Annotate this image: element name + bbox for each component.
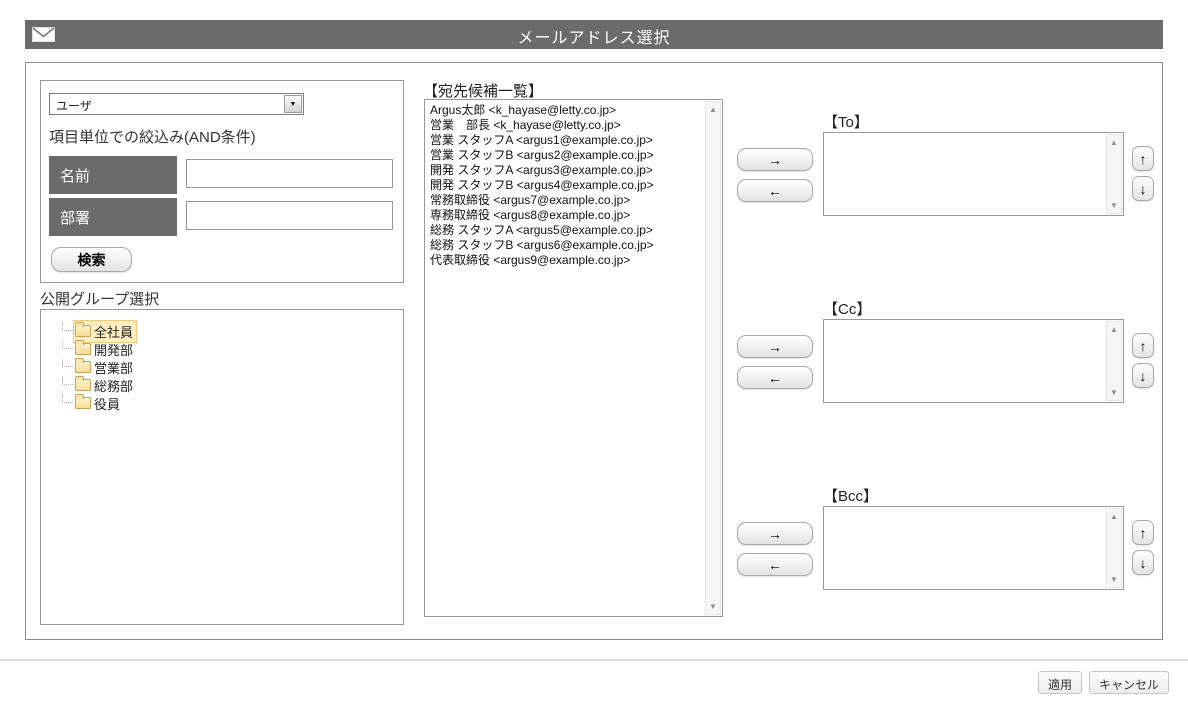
scroll-up-icon[interactable]: ▲: [1110, 325, 1118, 334]
cc-remove-button[interactable]: ←: [737, 366, 813, 389]
target-type-select[interactable]: ユーザ ▼: [49, 93, 304, 115]
candidate-item[interactable]: 総務 スタッフB <argus6@example.co.jp>: [430, 238, 654, 252]
to-label: 【To】: [823, 114, 869, 131]
cancel-button[interactable]: キャンセル: [1088, 671, 1169, 694]
tree-item-development[interactable]: 開発部: [41, 340, 403, 358]
apply-button[interactable]: 適用: [1037, 671, 1082, 694]
tree-connector: [62, 340, 73, 349]
folder-icon: [75, 322, 91, 337]
bcc-section: 【Bcc】 → ← ▲ ▼ ↑ ↓: [730, 485, 1163, 597]
group-panel-label: 公開グループ選択: [40, 291, 160, 308]
to-remove-button[interactable]: ←: [737, 179, 813, 202]
search-button[interactable]: 検索: [51, 247, 132, 272]
candidate-item[interactable]: Argus太郎 <k_hayase@letty.co.jp>: [430, 103, 617, 117]
bcc-move-up-button[interactable]: ↑: [1132, 520, 1154, 545]
tree-item-all-employees[interactable]: 全社員: [41, 319, 403, 343]
to-listbox[interactable]: ▲ ▼: [823, 132, 1124, 216]
tree-item-sales[interactable]: 営業部: [41, 358, 403, 376]
name-input[interactable]: [186, 159, 393, 188]
scroll-down-icon[interactable]: ▼: [1110, 575, 1118, 584]
to-section: 【To】 → ← ▲ ▼ ↑ ↓: [730, 111, 1163, 223]
candidate-item[interactable]: 代表取締役 <argus9@example.co.jp>: [430, 253, 631, 267]
filter-condition-label: 項目単位での絞込み(AND条件): [49, 129, 256, 146]
cc-section: 【Cc】 → ← ▲ ▼ ↑ ↓: [730, 298, 1163, 410]
bcc-listbox[interactable]: ▲ ▼: [823, 506, 1124, 590]
candidates-list-label: 【宛先候補一覧】: [423, 83, 544, 100]
to-move-up-button[interactable]: ↑: [1132, 146, 1154, 171]
bcc-move-down-button[interactable]: ↓: [1132, 550, 1154, 575]
candidate-item[interactable]: 開発 スタッフA <argus3@example.co.jp>: [430, 163, 653, 177]
scroll-up-icon[interactable]: ▲: [1110, 138, 1118, 147]
candidates-listbox[interactable]: Argus太郎 <k_hayase@letty.co.jp> 営業 部長 <k_…: [424, 99, 723, 617]
candidates-items: Argus太郎 <k_hayase@letty.co.jp> 営業 部長 <k_…: [425, 103, 704, 268]
department-field-label: 部署: [49, 198, 177, 236]
group-tree: 全社員 開発部 営業部 総務部 役員: [40, 309, 404, 625]
target-type-selected-value: ユーザ: [56, 99, 92, 113]
scroll-down-icon[interactable]: ▼: [1110, 388, 1118, 397]
candidate-item[interactable]: 営業 部長 <k_hayase@letty.co.jp>: [430, 118, 621, 132]
scroll-up-icon[interactable]: ▲: [1110, 512, 1118, 521]
cc-move-up-button[interactable]: ↑: [1132, 333, 1154, 358]
folder-icon: [75, 376, 91, 391]
folder-icon: [75, 340, 91, 355]
department-input[interactable]: [186, 201, 393, 230]
cc-move-down-button[interactable]: ↓: [1132, 363, 1154, 388]
bcc-add-button[interactable]: →: [737, 522, 813, 545]
dialog-title-bar: メールアドレス選択: [25, 20, 1163, 49]
bcc-scrollbar[interactable]: ▲ ▼: [1106, 508, 1122, 588]
scroll-up-icon[interactable]: ▲: [709, 105, 717, 114]
tree-item-executives[interactable]: 役員: [41, 394, 403, 412]
tree-connector: [62, 322, 73, 331]
search-panel: ユーザ ▼ 項目単位での絞込み(AND条件) 名前 部署 検索: [40, 80, 404, 283]
footer-actions: 適用 キャンセル: [1037, 671, 1169, 694]
scroll-down-icon[interactable]: ▼: [709, 602, 717, 611]
dialog-title: メールアドレス選択: [517, 30, 671, 47]
candidate-item[interactable]: 専務取締役 <argus8@example.co.jp>: [430, 208, 631, 222]
candidate-item[interactable]: 開発 スタッフB <argus4@example.co.jp>: [430, 178, 654, 192]
tree-connector: [62, 376, 73, 385]
candidate-item[interactable]: 総務 スタッフA <argus5@example.co.jp>: [430, 223, 653, 237]
bcc-remove-button[interactable]: ←: [737, 553, 813, 576]
tree-connector: [62, 394, 73, 403]
bcc-label: 【Bcc】: [823, 488, 879, 505]
tree-item-general-affairs[interactable]: 総務部: [41, 376, 403, 394]
candidates-scrollbar[interactable]: ▲ ▼: [705, 101, 721, 615]
dialog-body: ユーザ ▼ 項目単位での絞込み(AND条件) 名前 部署 検索 公開グループ選択…: [25, 62, 1163, 640]
to-add-button[interactable]: →: [737, 148, 813, 171]
candidate-item[interactable]: 営業 スタッフB <argus2@example.co.jp>: [430, 148, 654, 162]
scroll-down-icon[interactable]: ▼: [1110, 201, 1118, 210]
folder-icon: [75, 394, 91, 409]
name-field-label: 名前: [49, 156, 177, 194]
tree-connector: [62, 358, 73, 367]
dropdown-arrow-icon[interactable]: ▼: [284, 95, 302, 113]
cc-label: 【Cc】: [823, 301, 872, 318]
cc-add-button[interactable]: →: [737, 335, 813, 358]
cc-listbox[interactable]: ▲ ▼: [823, 319, 1124, 403]
footer-divider: [0, 659, 1188, 661]
cc-scrollbar[interactable]: ▲ ▼: [1106, 321, 1122, 401]
mail-envelope-icon: [32, 27, 55, 47]
folder-icon: [75, 358, 91, 373]
to-move-down-button[interactable]: ↓: [1132, 176, 1154, 201]
candidate-item[interactable]: 常務取締役 <argus7@example.co.jp>: [430, 193, 631, 207]
candidate-item[interactable]: 営業 スタッフA <argus1@example.co.jp>: [430, 133, 653, 147]
to-scrollbar[interactable]: ▲ ▼: [1106, 134, 1122, 214]
